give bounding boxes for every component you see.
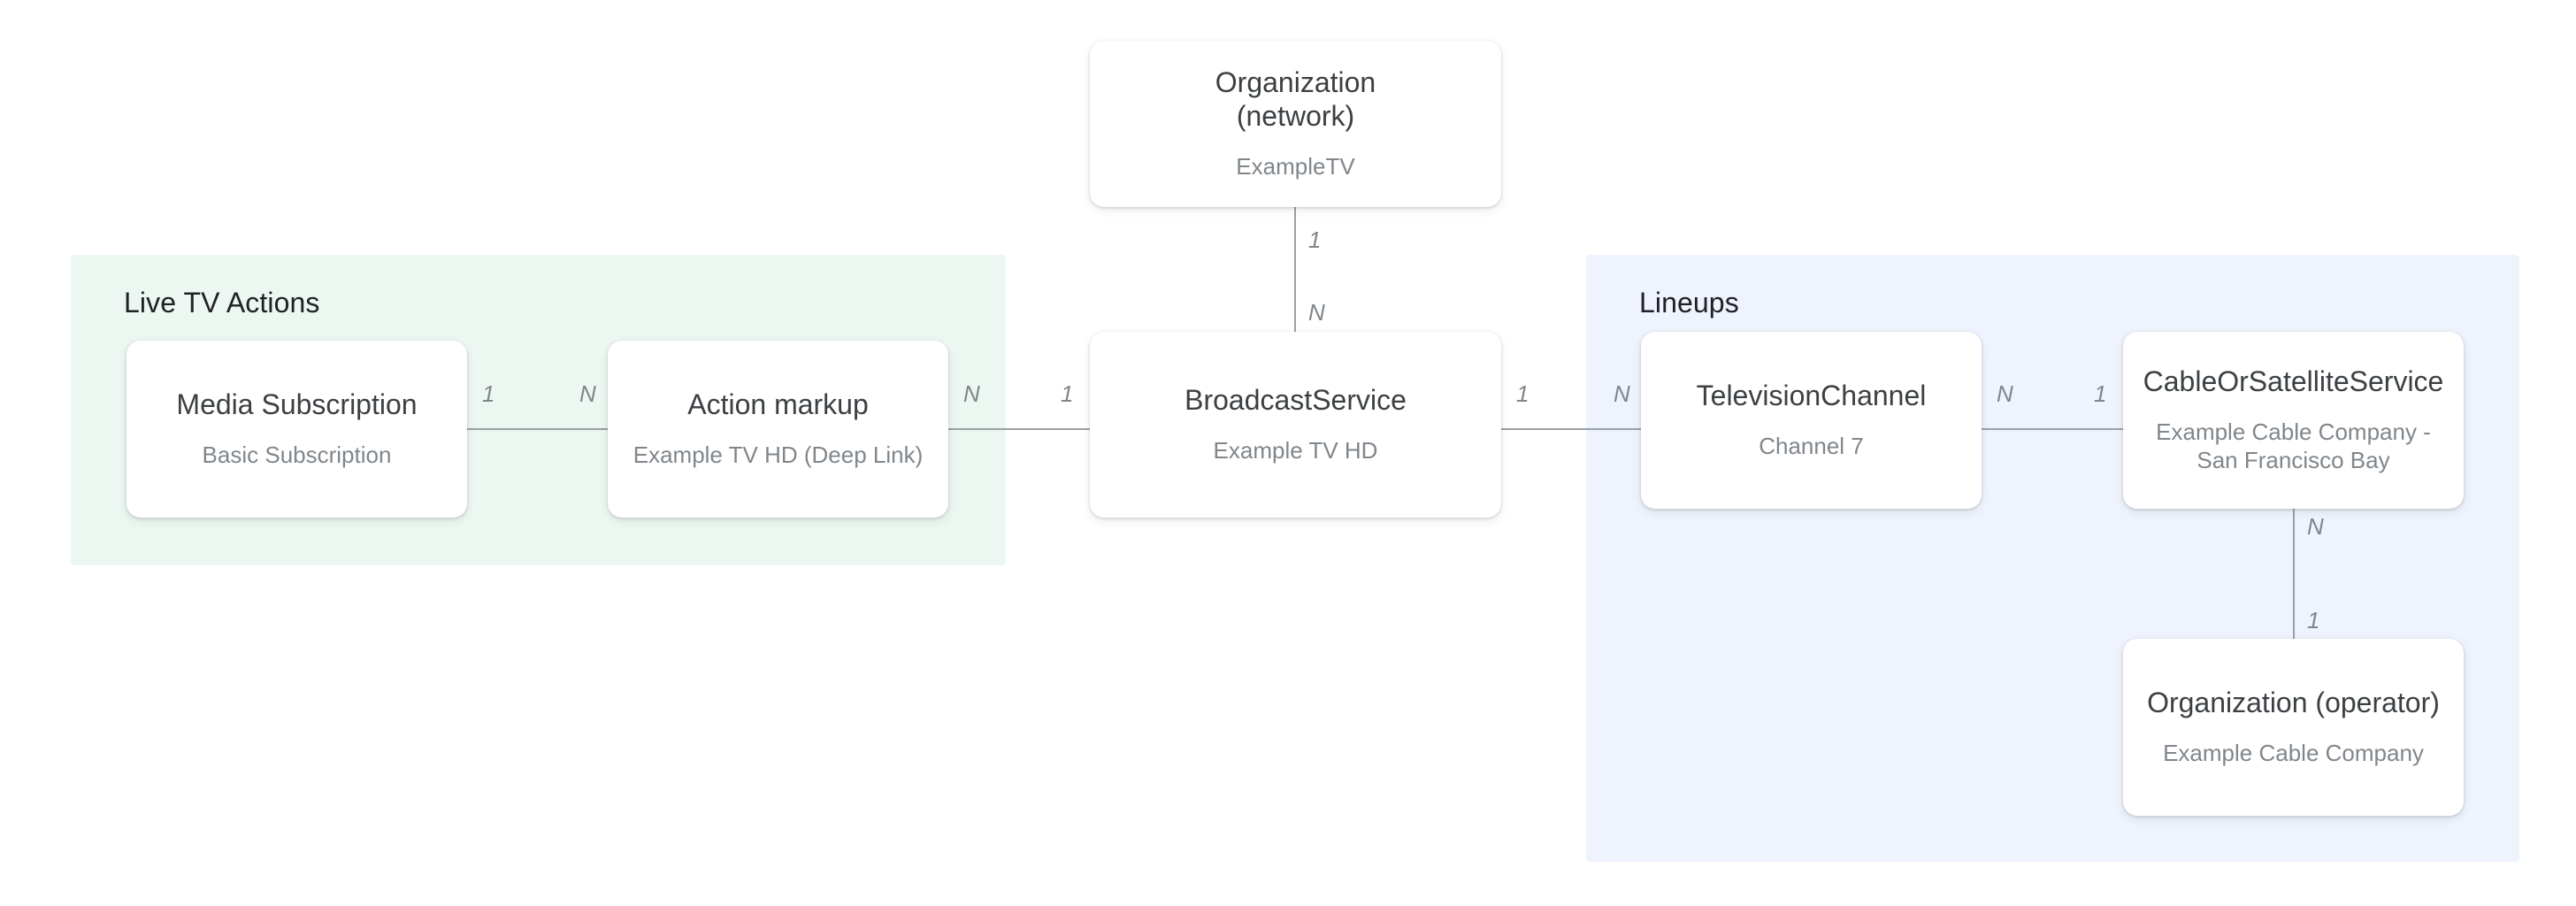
- node-subtitle: Basic Subscription: [202, 441, 392, 469]
- connector-label-media-sub-action-from: 1: [482, 380, 495, 407]
- connector-label-cable-org-operator-from: N: [2307, 513, 2324, 540]
- node-subtitle: Example Cable Company: [2163, 740, 2424, 767]
- node-subtitle: Example Cable Company - San Francisco Ba…: [2156, 418, 2431, 473]
- node-title: Action markup: [687, 388, 869, 421]
- node-title: TelevisionChannel: [1696, 380, 1927, 412]
- node-title: CableOrSatelliteService: [2143, 365, 2444, 398]
- node-organization-operator[interactable]: Organization (operator) Example Cable Co…: [2123, 639, 2464, 816]
- connector-label-org-network-broadcast-to: N: [1308, 299, 1325, 326]
- connector-label-cable-org-operator-to: 1: [2307, 607, 2320, 633]
- node-title: Media Subscription: [176, 388, 418, 421]
- group-title-lineups: Lineups: [1639, 287, 1739, 319]
- node-subtitle: Example TV HD: [1213, 437, 1378, 465]
- connector-broadcast-tv-channel: [1501, 428, 1641, 430]
- node-media-subscription[interactable]: Media Subscription Basic Subscription: [126, 341, 467, 518]
- connector-cable-org-operator: [2293, 509, 2295, 639]
- connector-action-broadcast: [948, 428, 1090, 430]
- connector-label-org-network-broadcast-from: 1: [1308, 226, 1322, 253]
- connector-label-tv-channel-cable-from: N: [1997, 380, 2013, 407]
- node-subtitle: Channel 7: [1759, 433, 1864, 460]
- group-title-live-tv-actions: Live TV Actions: [124, 287, 320, 319]
- connector-label-action-broadcast-to: 1: [1061, 380, 1074, 407]
- node-subtitle: ExampleTV: [1236, 152, 1355, 180]
- node-organization-network[interactable]: Organization (network) ExampleTV: [1090, 41, 1501, 207]
- node-title: Organization (operator): [2147, 687, 2440, 719]
- node-action-markup[interactable]: Action markup Example TV HD (Deep Link): [608, 341, 948, 518]
- connector-media-sub-action: [467, 428, 608, 430]
- connector-label-broadcast-tv-channel-from: 1: [1516, 380, 1530, 407]
- connector-label-tv-channel-cable-to: 1: [2094, 380, 2107, 407]
- node-subtitle: Example TV HD (Deep Link): [632, 441, 924, 469]
- node-title: BroadcastService: [1184, 384, 1407, 417]
- connector-tv-channel-cable: [1982, 428, 2123, 430]
- connector-label-media-sub-action-to: N: [579, 380, 596, 407]
- node-cable-or-satellite-service[interactable]: CableOrSatelliteService Example Cable Co…: [2123, 332, 2464, 509]
- node-television-channel[interactable]: TelevisionChannel Channel 7: [1641, 332, 1982, 509]
- node-broadcast-service[interactable]: BroadcastService Example TV HD: [1090, 332, 1501, 518]
- connector-label-action-broadcast-from: N: [963, 380, 980, 407]
- connector-label-broadcast-tv-channel-to: N: [1614, 380, 1630, 407]
- connector-org-network-broadcast: [1294, 207, 1296, 332]
- node-title: Organization (network): [1215, 66, 1376, 133]
